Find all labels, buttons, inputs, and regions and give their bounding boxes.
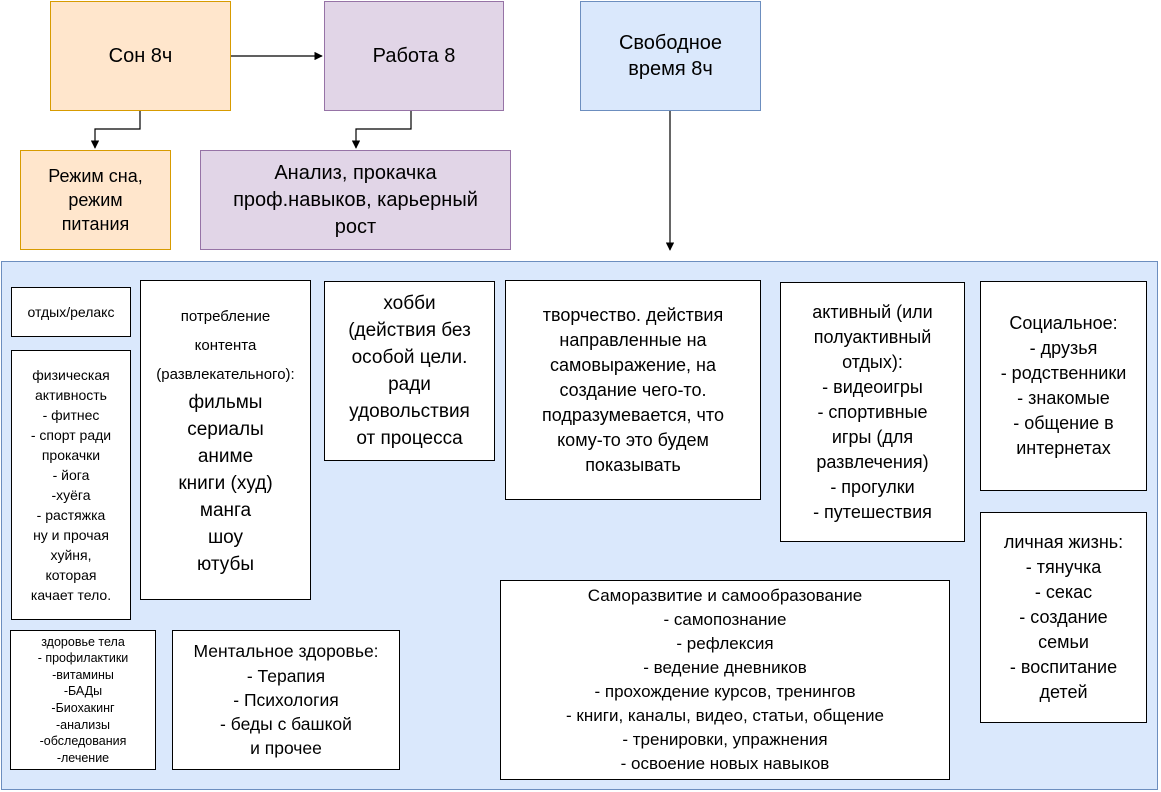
free-time-label: Свободное время 8ч xyxy=(618,32,723,80)
work-label: Работа 8 xyxy=(372,45,456,67)
personal-life-label: личная жизнь: - тянучка - секас - создан… xyxy=(1003,532,1124,702)
career-node[interactable]: Анализ, прокачка проф.навыков, карьерный… xyxy=(200,150,511,250)
mental-health-label: Ментальное здоровье: - Терапия - Психоло… xyxy=(193,641,379,759)
hobby-label: хобби (действия без особой цели. ради уд… xyxy=(348,293,471,449)
hobby-node[interactable]: хобби (действия без особой цели. ради уд… xyxy=(324,281,495,461)
social-label: Социальное: - друзья - родственники - зн… xyxy=(1000,313,1127,458)
physical-activity-node[interactable]: физическая активность - фитнес - спорт р… xyxy=(11,350,131,620)
social-node[interactable]: Социальное: - друзья - родственники - зн… xyxy=(980,281,1147,491)
active-leisure-node[interactable]: активный (или полуактивный отдых): - вид… xyxy=(780,282,965,542)
free-time-node[interactable]: Свободное время 8ч xyxy=(580,1,761,111)
self-development-label: Саморазвитие и самообразование - самопоз… xyxy=(566,586,884,773)
mental-health-node[interactable]: Ментальное здоровье: - Терапия - Психоло… xyxy=(172,630,400,770)
relax-label: отдых/релакс xyxy=(27,304,115,320)
self-development-node[interactable]: Саморазвитие и самообразование - самопоз… xyxy=(500,580,950,780)
active-leisure-label: активный (или полуактивный отдых): - вид… xyxy=(812,301,933,522)
creativity-label: творчество. действия направленные на сам… xyxy=(542,304,724,475)
content-consumption-node[interactable]: потребление контента (развлекательного):… xyxy=(140,280,311,600)
creativity-node[interactable]: творчество. действия направленные на сам… xyxy=(505,280,761,500)
sleep-label: Сон 8ч xyxy=(108,45,173,67)
content-consumption-header: потребление контента (развлекательного): xyxy=(156,308,295,383)
body-health-node[interactable]: здоровье тела - профилактики -витамины -… xyxy=(10,630,156,770)
edge-work-career xyxy=(351,111,412,149)
sleep-node[interactable]: Сон 8ч xyxy=(50,1,231,111)
career-label: Анализ, прокачка проф.навыков, карьерный… xyxy=(233,161,478,238)
sleep-regime-node[interactable]: Режим сна, режим питания xyxy=(20,150,171,250)
content-consumption-items: фильмы сериалы аниме книги (худ) манга ш… xyxy=(178,392,273,575)
work-node[interactable]: Работа 8 xyxy=(324,1,504,111)
personal-life-node[interactable]: личная жизнь: - тянучка - секас - создан… xyxy=(980,512,1147,723)
relax-node[interactable]: отдых/релакс xyxy=(11,287,131,337)
body-health-label: здоровье тела - профилактики -витамины -… xyxy=(37,634,129,765)
physical-activity-label: физическая активность - фитнес - спорт р… xyxy=(30,367,112,603)
sleep-regime-label: Режим сна, режим питания xyxy=(48,166,143,234)
edge-sleep-regime xyxy=(90,111,141,149)
